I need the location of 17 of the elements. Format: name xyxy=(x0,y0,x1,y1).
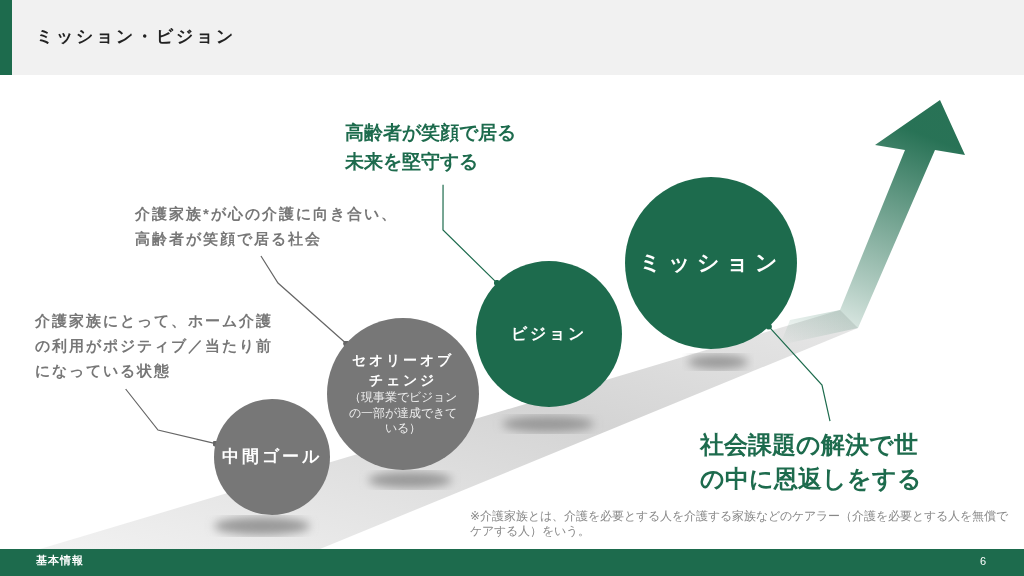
page-number: 6 xyxy=(980,555,987,567)
footnote: ※介護家族とは、介護を必要とする人を介護する家族などのケアラー（介護を必要とする人を無償でケアする人）をいう。 xyxy=(470,509,1010,539)
circle-label: ビジョン xyxy=(511,323,587,344)
leader-line xyxy=(765,323,831,422)
callout-text: 社会課題の解決で世の中に恩返しをする xyxy=(700,428,950,496)
circle-node xyxy=(327,318,479,470)
leader-line xyxy=(260,255,350,347)
callout-text: 介護家族にとって、ホーム介護の利用がポジティブ／当たり前になっている状態 xyxy=(35,308,280,383)
callout-text: 高齢者が笑顔で居る未来を堅守する xyxy=(345,118,530,176)
slide-title: ミッション・ビジョン xyxy=(36,26,236,48)
section-name: 基本情報 xyxy=(36,553,84,568)
circle-note: （現事業でビジョンの一部が達成できている） xyxy=(348,390,458,437)
circle-label: 中間ゴール xyxy=(222,446,322,469)
circle-label: セオリーオブチェンジ xyxy=(351,351,455,390)
callout-text: 介護家族*が心の介護に向き合い、高齢者が笑顔で居る社会 xyxy=(135,201,403,251)
leader-line xyxy=(442,184,500,286)
circle-label: ミッション xyxy=(638,248,784,277)
